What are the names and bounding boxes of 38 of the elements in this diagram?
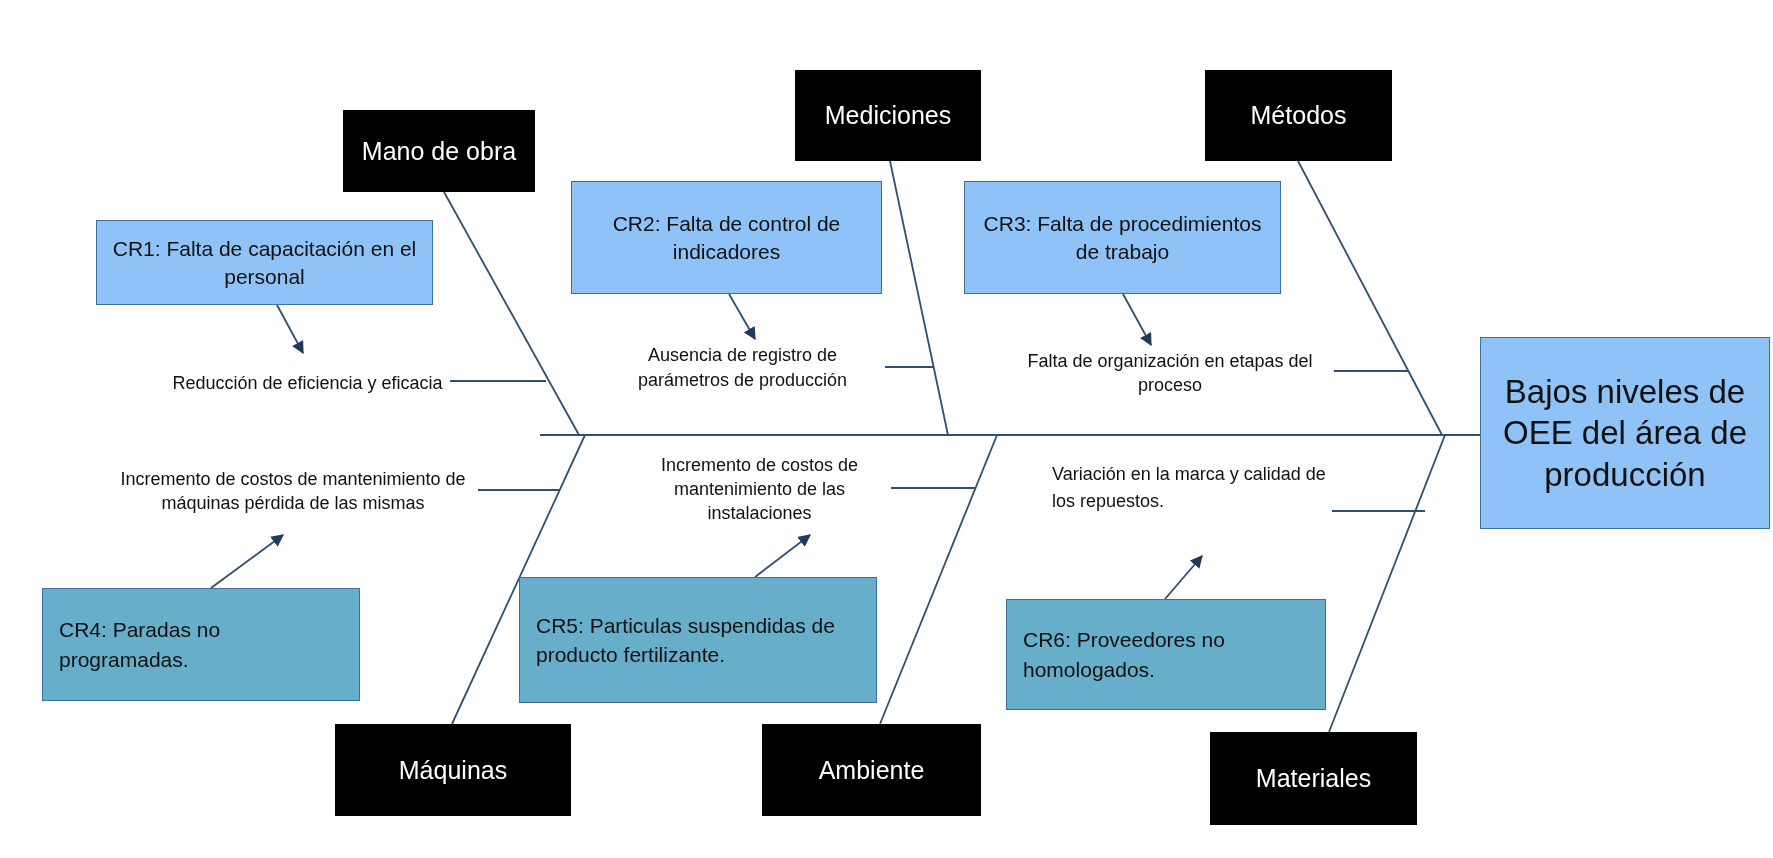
- cause-text: Reducción de eficiencia y eficacia: [165, 353, 450, 413]
- root-cause-box: CR5: Particulas suspendidas de producto fertilizante.: [519, 577, 877, 703]
- fishbone-line: [1328, 434, 1446, 733]
- fishbone-line: [879, 434, 998, 725]
- cause-text: Incremento de costos de mantenimiento de máquinas pérdida de las mismas: [108, 447, 478, 535]
- cause-text: Incremento de costos de mantenimiento de las instalaciones: [628, 443, 891, 535]
- category-box: Máquinas: [335, 724, 571, 816]
- root-cause-box: CR4: Paradas no programadas.: [42, 588, 360, 701]
- category-box: Ambiente: [762, 724, 981, 816]
- effect-box: Bajos niveles de OEE del área de producción: [1480, 337, 1770, 529]
- arrow: [210, 534, 284, 589]
- cause-text: Ausencia de registro de parámetros de producción: [600, 339, 885, 396]
- root-cause-box: CR6: Proveedores no homologados.: [1006, 599, 1326, 710]
- category-box: Mediciones: [795, 70, 981, 161]
- arrow: [754, 534, 811, 578]
- fishbone-line: [1297, 160, 1443, 436]
- fishbone-line: [443, 191, 580, 436]
- fishbone-line: [539, 434, 1481, 436]
- root-cause-box: CR3: Falta de procedimientos de trabajo: [964, 181, 1281, 294]
- fishbone-line: [451, 434, 586, 725]
- root-cause-box: CR2: Falta de control de indicadores: [571, 181, 882, 294]
- fishbone-line: [889, 160, 949, 436]
- category-box: Materiales: [1210, 732, 1417, 825]
- cause-text: Falta de organización en etapas del proceso: [1006, 345, 1334, 401]
- arrow: [1164, 555, 1203, 600]
- fishbone-line: [477, 489, 561, 491]
- fishbone-line: [884, 366, 935, 368]
- fishbone-line: [890, 487, 976, 489]
- root-cause-box: CR1: Falta de capacitación en el personal: [96, 220, 433, 305]
- arrow: [1122, 293, 1152, 347]
- category-box: Mano de obra: [343, 110, 535, 192]
- fishbone-line: [449, 380, 547, 382]
- arrow: [276, 304, 304, 355]
- fishbone-line: [1333, 370, 1409, 372]
- arrow: [728, 293, 756, 341]
- cause-text: Variación en la marca y calidad de los repuestos.: [1052, 461, 1332, 556]
- category-box: Métodos: [1205, 70, 1392, 161]
- fishbone-line: [1331, 510, 1426, 512]
